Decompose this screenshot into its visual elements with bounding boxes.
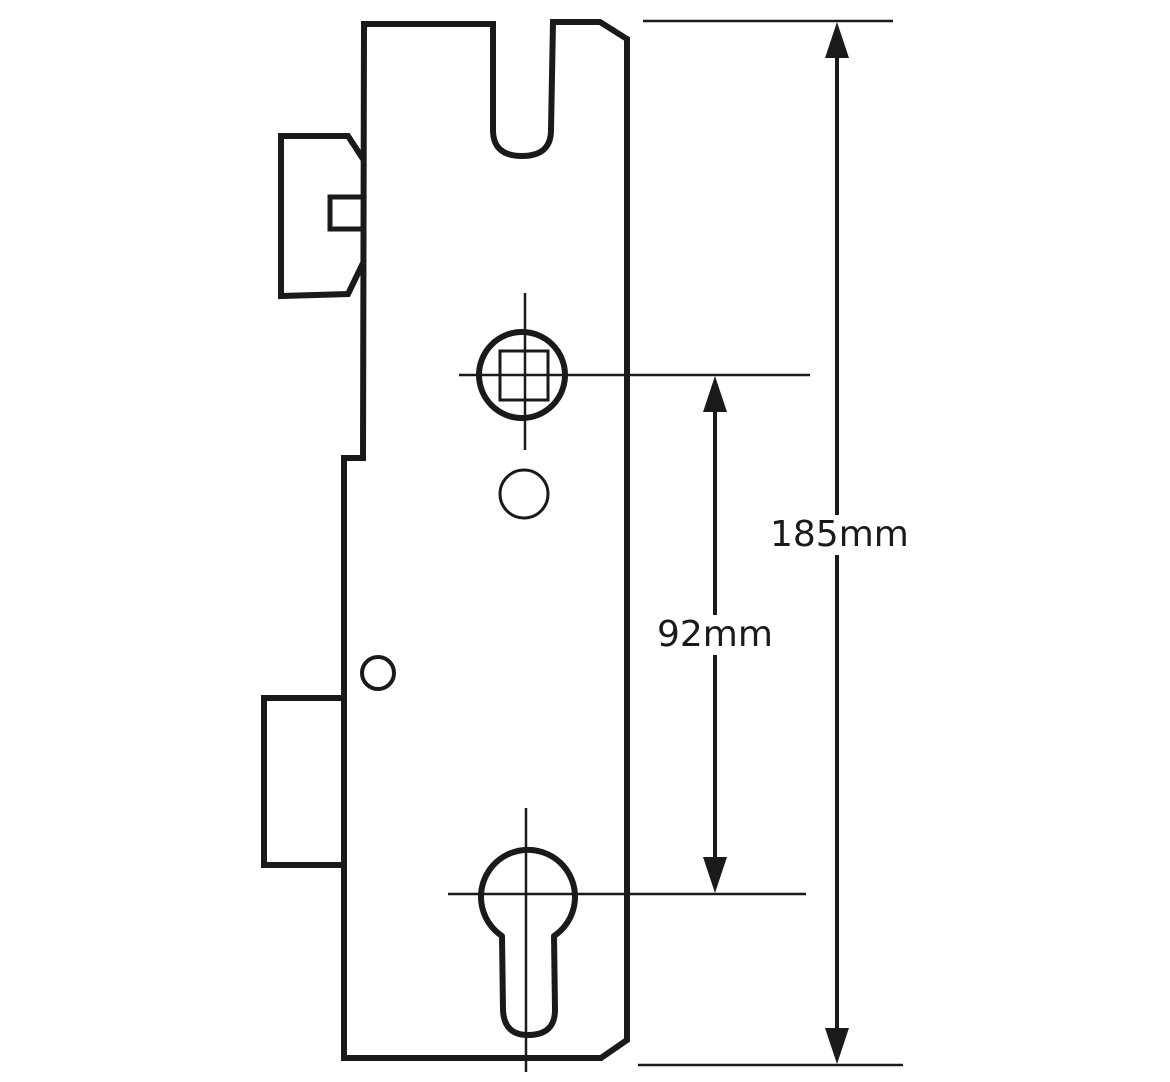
fixing-hole-upper <box>498 468 550 520</box>
arrow-down-icon <box>825 1028 849 1064</box>
arrow-up-icon <box>825 22 849 58</box>
latch-bolt-notch <box>327 194 363 232</box>
arrow-up-icon <box>703 376 727 412</box>
arrow-down-icon <box>703 857 727 893</box>
latch-bolt <box>278 133 366 300</box>
dimension-label-centres: 92mm <box>655 614 775 655</box>
dimension-label-overall-height: 185mm <box>768 514 911 555</box>
lock-case-outline <box>341 19 630 1061</box>
euro-cylinder-cutout <box>478 846 578 1038</box>
fixing-hole-lower <box>360 655 396 691</box>
deadbolt <box>261 695 344 868</box>
